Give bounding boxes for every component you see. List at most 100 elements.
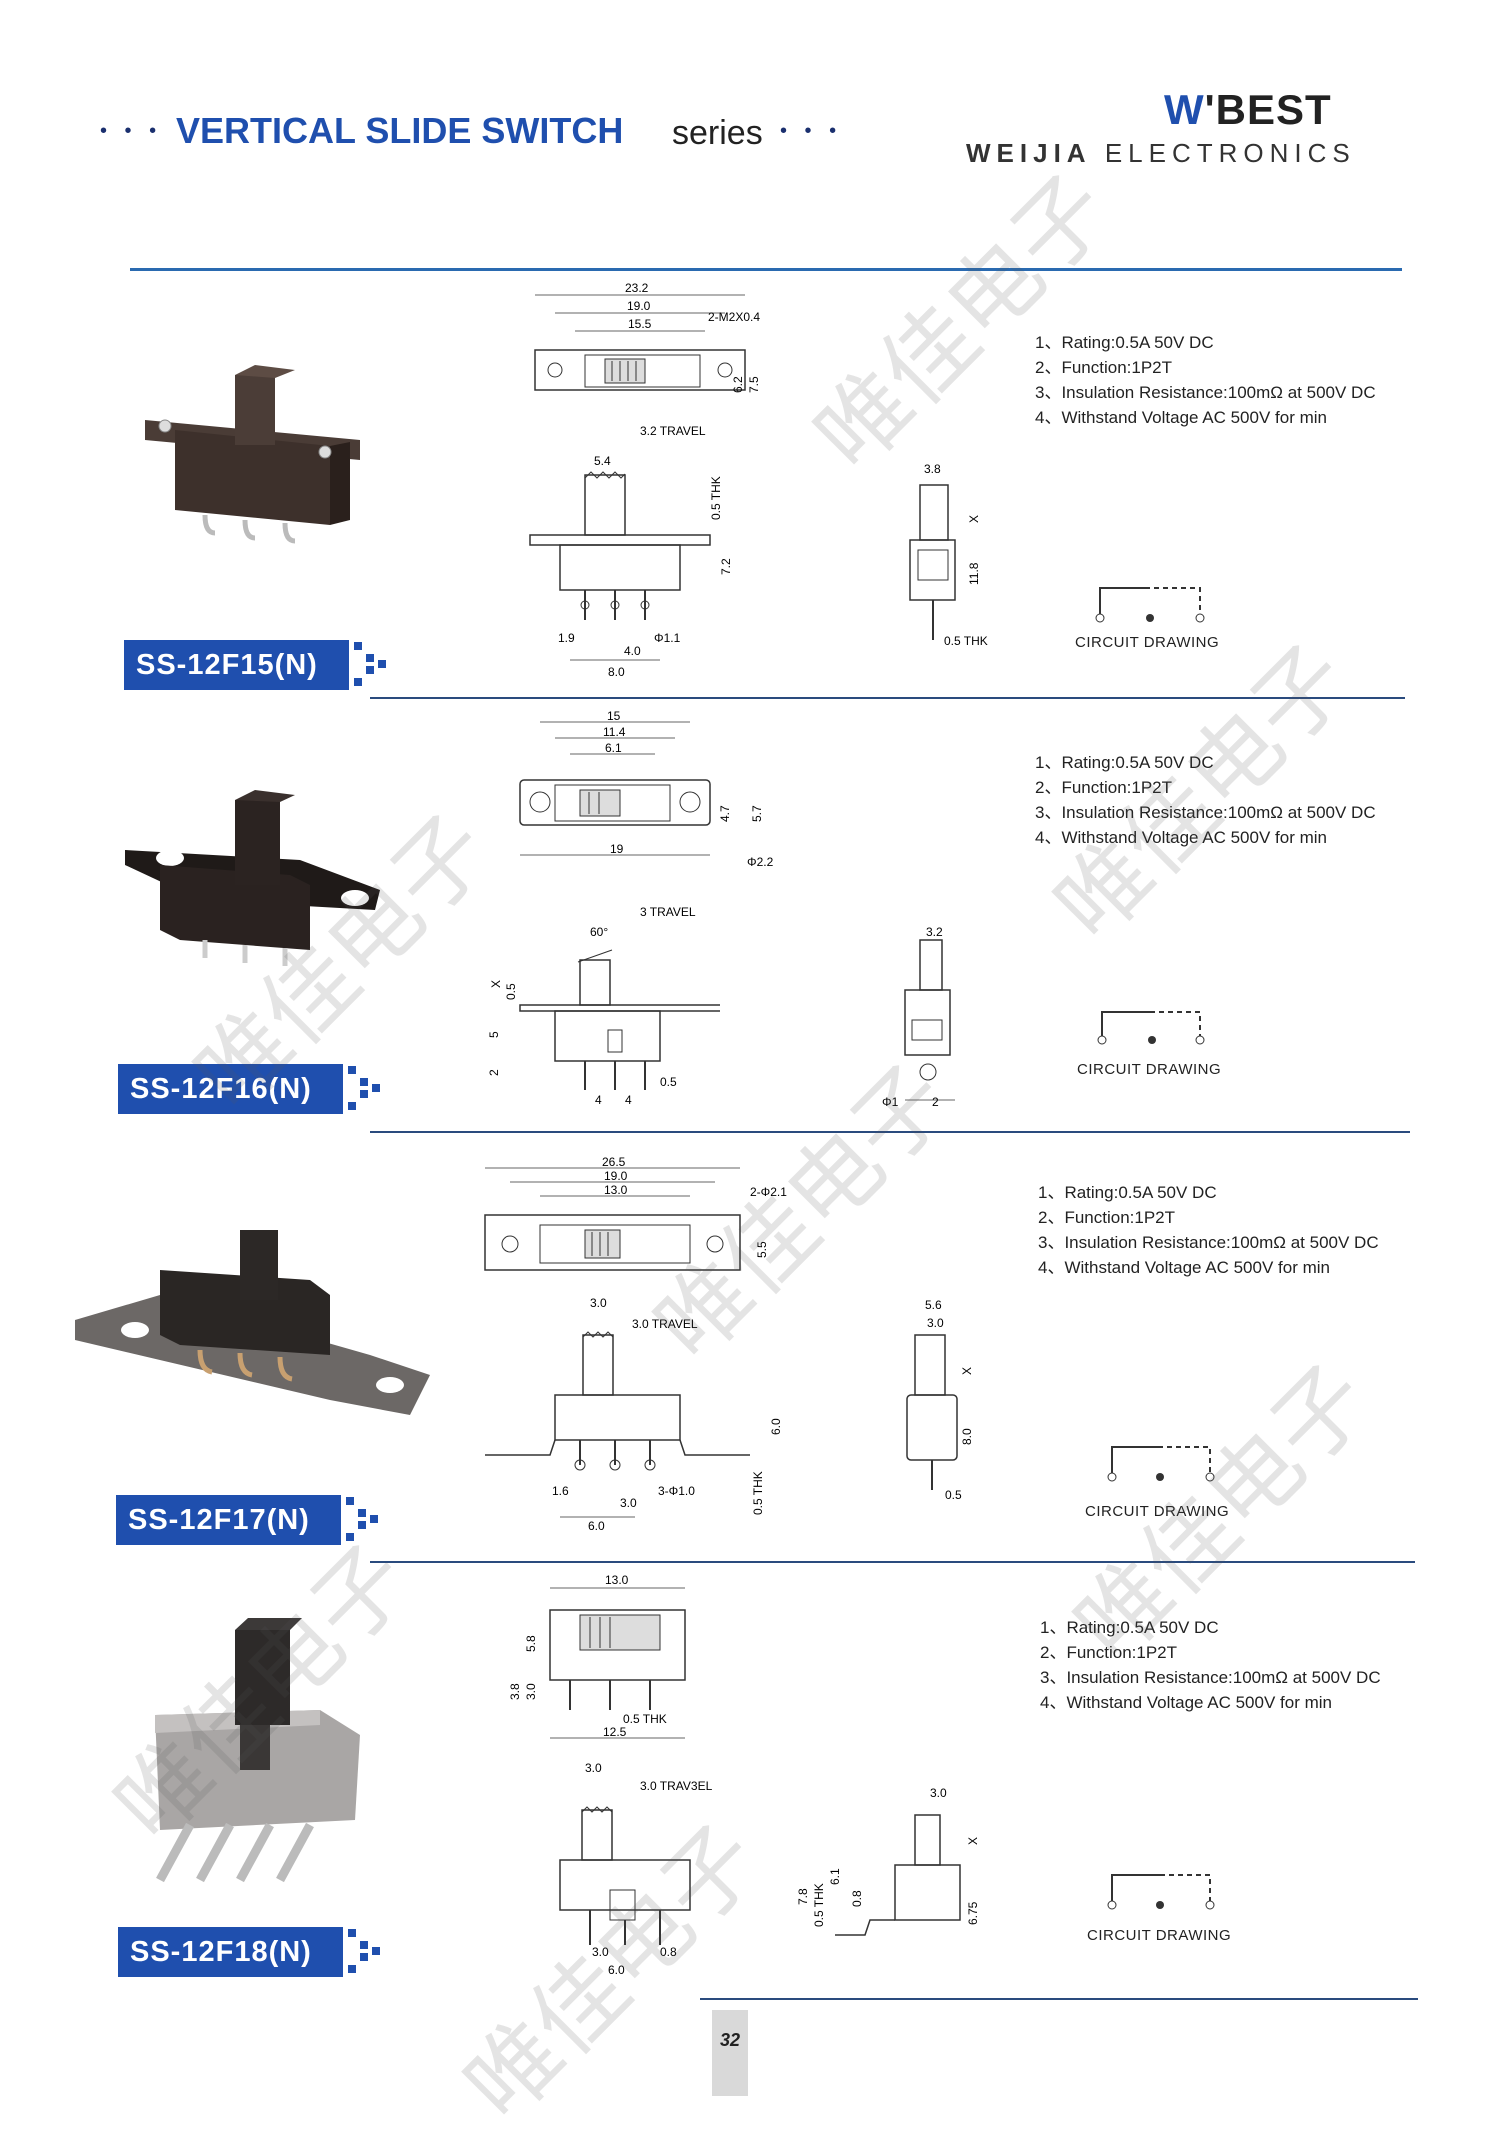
spec-item: 4、Withstand Voltage AC 500V for min: [1040, 1693, 1332, 1712]
page-number: 32: [712, 2010, 748, 2096]
dim-text: 11.8: [967, 562, 981, 585]
dim-text: 23.2: [625, 281, 649, 295]
dim-text: 3.0: [524, 1683, 538, 1700]
product-photo-ss12f16: [125, 790, 380, 966]
page-title: VERTICAL SLIDE SWITCH: [176, 110, 624, 151]
spec-list-ss12f17: 1、Rating:0.5A 50V DC 2、Function:1P2T 3、I…: [1038, 1180, 1379, 1280]
dim-text: 2-Φ2.1: [750, 1185, 787, 1199]
circuit-label: CIRCUIT DRAWING: [1087, 1927, 1232, 1944]
circuit-label: CIRCUIT DRAWING: [1077, 1061, 1222, 1078]
divider-top: [130, 268, 1402, 271]
top-view-ss12f16: 15 11.4 6.1 4.7 5.7 19 Φ2.2: [519, 710, 774, 869]
spec-list-ss12f18: 1、Rating:0.5A 50V DC 2、Function:1P2T 3、I…: [1040, 1615, 1381, 1715]
chevron-decoration-icon: [348, 1066, 380, 1110]
top-view-ss12f18: 13.0 5.8 3.8 3.0 0.5 THK 12.5: [508, 1573, 686, 1739]
dim-text: 3.2: [926, 925, 943, 939]
dim-text: Φ1.1: [654, 631, 681, 645]
dim-text: 3.0: [620, 1496, 637, 1510]
spec-item: 3、Insulation Resistance:100mΩ at 500V DC: [1040, 1668, 1381, 1687]
dim-text: X: [967, 515, 981, 523]
header-dots-left: • • •: [100, 120, 163, 142]
brand-logo: W'BEST: [1164, 86, 1332, 134]
dim-text: 7.8: [796, 1888, 810, 1905]
chevron-decoration-icon: [346, 1497, 378, 1541]
dim-text: 26.5: [602, 1155, 626, 1169]
dim-text: 13.0: [604, 1183, 628, 1197]
spec-item: 2、Function:1P2T: [1035, 358, 1173, 377]
spec-item: 2、Function:1P2T: [1035, 778, 1173, 797]
model-label-ss12f16: SS-12F16(N): [118, 1064, 343, 1114]
dim-text: 4.0: [624, 644, 641, 658]
front-view-ss12f16: 3 TRAVEL 60° X 0.5 5 2 0.5 4 4: [487, 905, 720, 1107]
dim-text: 3.2 TRAVEL: [640, 424, 706, 438]
page-title-series: series: [672, 114, 763, 152]
dim-text: 19.0: [627, 299, 651, 313]
brand-subtitle-rest: ELECTRONICS: [1104, 138, 1356, 168]
dim-text: 3.0: [930, 1786, 947, 1800]
front-view-ss12f15: 3.2 TRAVEL 5.4 0.5 THK 7.2 1.9 4.0 8.0 Φ…: [529, 424, 733, 679]
side-view-ss12f17: 5.6 3.0 X 8.0 0.5: [906, 1298, 974, 1502]
dim-text: 4: [625, 1093, 632, 1107]
dim-text: 4.7: [718, 805, 732, 822]
dim-text: 19: [610, 842, 624, 856]
dim-text: 3.0: [585, 1761, 602, 1775]
divider-bottom: [700, 1998, 1418, 2000]
spec-list-ss12f15: 1、Rating:0.5A 50V DC 2、Function:1P2T 3、I…: [1035, 330, 1376, 430]
dim-text: 6.1: [828, 1868, 842, 1885]
dim-text: Φ2.2: [747, 855, 774, 869]
dim-text: 0.8: [850, 1890, 864, 1907]
spec-item: 1、Rating:0.5A 50V DC: [1035, 333, 1214, 352]
dim-text: 7.2: [719, 558, 733, 575]
spec-item: 4、Withstand Voltage AC 500V for min: [1035, 828, 1327, 847]
logo-mark: W: [1164, 86, 1205, 133]
dim-text: 0.5: [504, 983, 518, 1000]
dim-text: 1.9: [558, 631, 575, 645]
dim-text: 5: [487, 1031, 501, 1038]
side-view-ss12f16: 3.2 Φ1 2: [882, 925, 955, 1109]
dim-text: 6.0: [769, 1418, 783, 1435]
dim-text: 3 TRAVEL: [640, 905, 696, 919]
dim-text: Φ1: [882, 1095, 899, 1109]
product-photo-ss12f18: [155, 1618, 360, 1883]
circuit-label: CIRCUIT DRAWING: [1075, 634, 1220, 651]
product-photo-ss12f15: [145, 365, 360, 544]
dim-text: 0.5: [945, 1488, 962, 1502]
dim-text: 3.8: [508, 1683, 522, 1700]
front-view-ss12f18: 3.0 3.0 TRAV3EL 3.0 6.0 0.8: [559, 1761, 713, 1977]
spec-item: 4、Withstand Voltage AC 500V for min: [1038, 1258, 1330, 1277]
divider-2: [370, 1131, 1410, 1133]
spec-item: 3、Insulation Resistance:100mΩ at 500V DC: [1035, 383, 1376, 402]
dim-text: 6.0: [608, 1963, 625, 1977]
divider-3: [370, 1561, 1415, 1563]
dim-text: 4: [595, 1093, 602, 1107]
dim-text: 0.5 THK: [944, 634, 988, 648]
dim-text: 0.5 THK: [623, 1712, 667, 1726]
brand-subtitle-bold: WEIJIA: [966, 138, 1092, 168]
dim-text: 5.8: [524, 1635, 538, 1652]
spec-item: 3、Insulation Resistance:100mΩ at 500V DC: [1038, 1233, 1379, 1252]
dim-text: 8.0: [608, 665, 625, 679]
dim-text: 5.7: [750, 805, 764, 822]
chevron-decoration-icon: [348, 1929, 380, 1973]
dim-text: 3.0: [590, 1296, 607, 1310]
dim-text: 3.8: [924, 462, 941, 476]
front-view-ss12f17: 3.0 3.0 TRAVEL 6.0 1.6 3.0 6.0 3-Φ1.0 0.…: [485, 1296, 783, 1533]
dim-text: 3.0: [927, 1316, 944, 1330]
dim-text: X: [960, 1367, 974, 1375]
side-view-ss12f18: 3.0 X 7.8 0.5 THK 6.1 0.8 6.75: [796, 1786, 980, 1936]
circuit-diagram-ss12f18: [1107, 1874, 1215, 1910]
dim-text: 0.8: [660, 1945, 677, 1959]
chevron-decoration-icon: [354, 642, 386, 686]
dim-text: X: [966, 1837, 980, 1845]
dim-text: 5.4: [594, 454, 611, 468]
spec-item: 1、Rating:0.5A 50V DC: [1038, 1183, 1217, 1202]
circuit-diagram-ss12f15: [1095, 587, 1205, 623]
dim-text: 8.0: [960, 1428, 974, 1445]
dim-text: 5.5: [755, 1241, 769, 1258]
dim-text: 60°: [590, 925, 608, 939]
dim-text: 1.6: [552, 1484, 569, 1498]
dim-text: 0.5 THK: [751, 1471, 765, 1515]
circuit-diagram-ss12f17: [1107, 1446, 1215, 1482]
dim-text: 2-M2X0.4: [708, 310, 760, 324]
dim-text: 0.5 THK: [709, 476, 723, 520]
